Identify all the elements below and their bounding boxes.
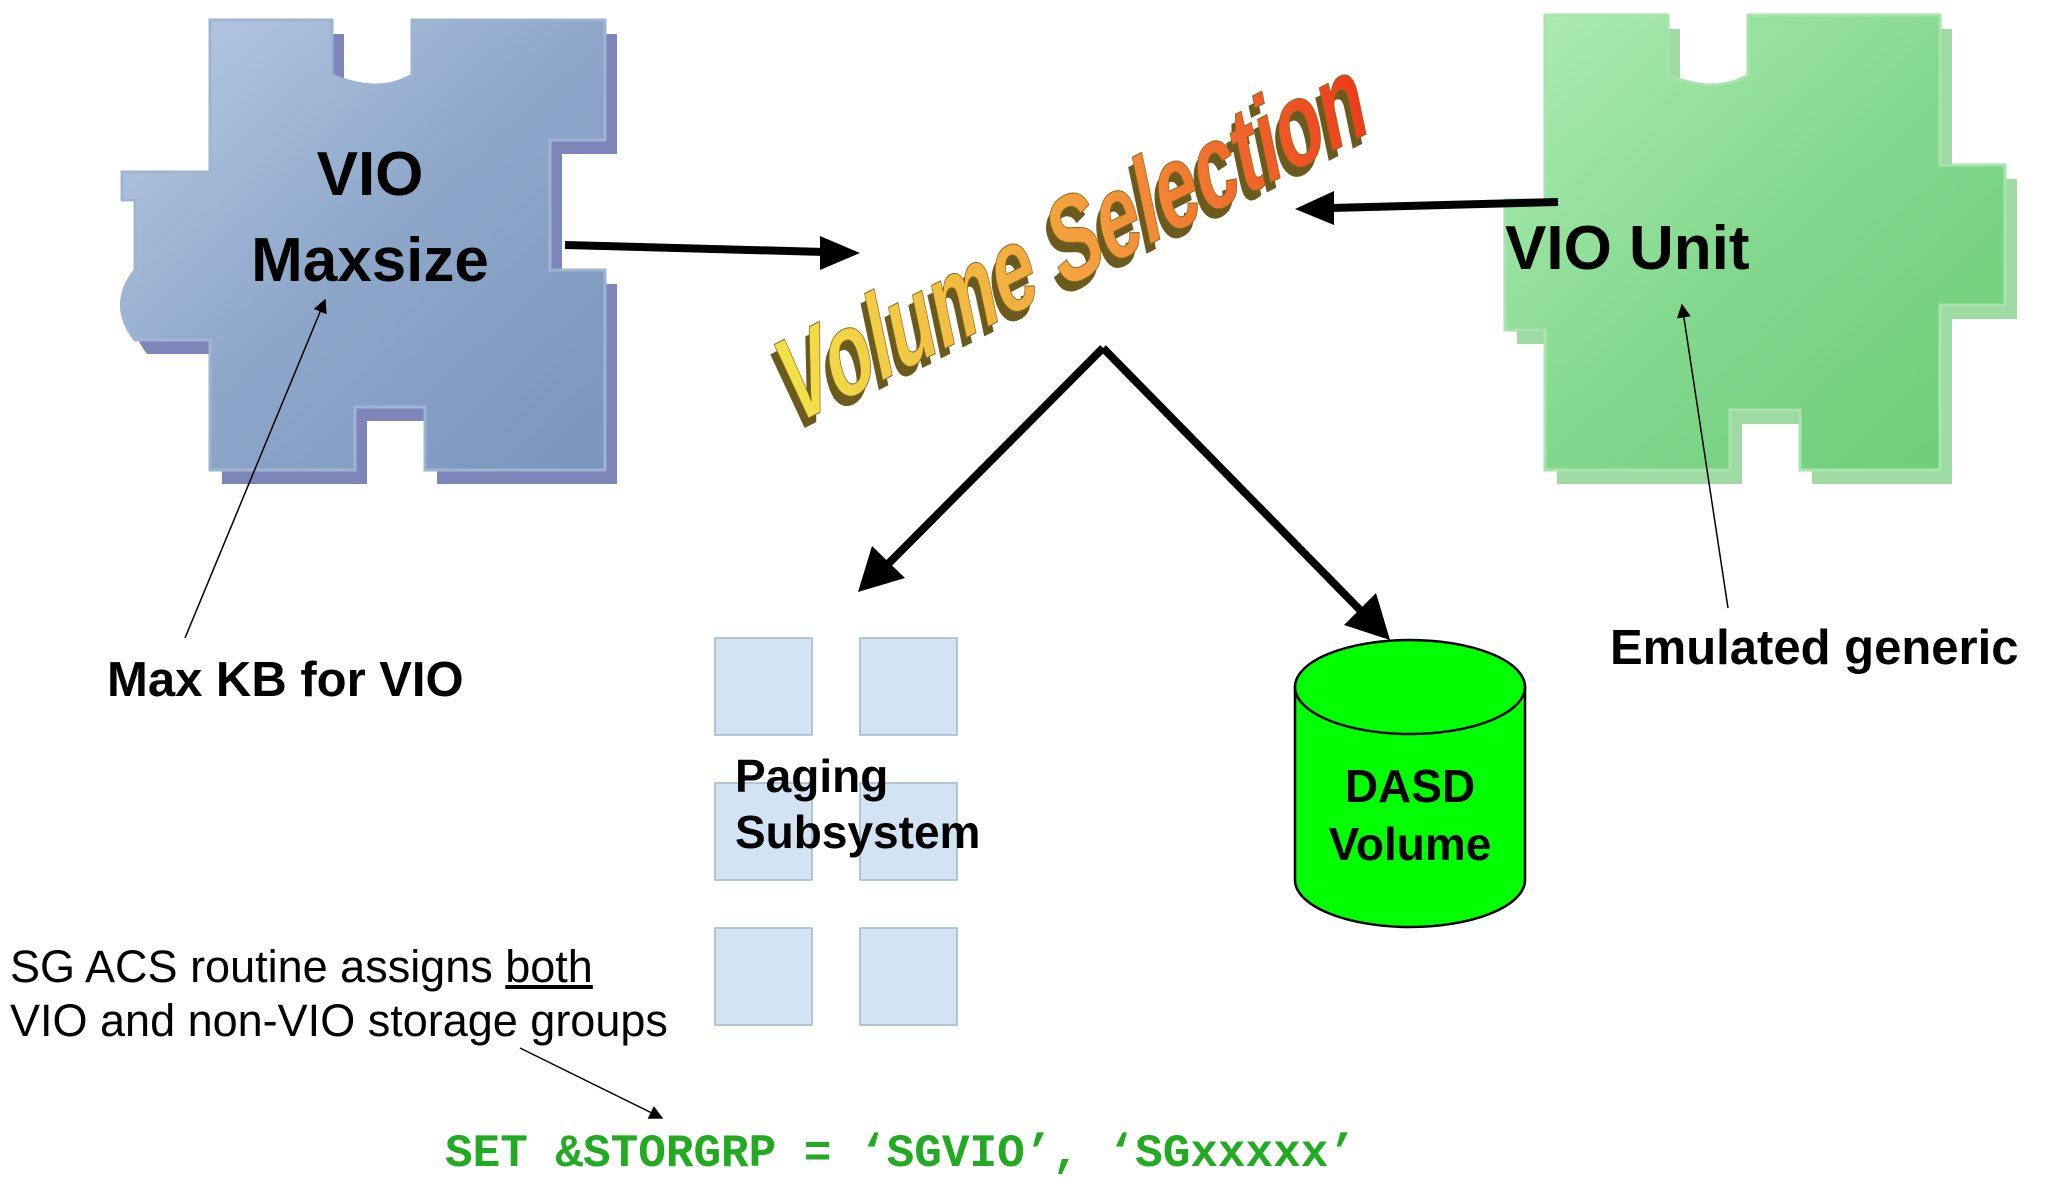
vio-maxsize-line2: Maxsize <box>251 226 489 295</box>
acs-routine-note: SG ACS routine assigns both VIO and non-… <box>10 940 668 1048</box>
acs-note-prefix: SG ACS routine assigns <box>10 941 506 992</box>
dasd-cylinder <box>1293 638 1527 929</box>
acs-note-line1: SG ACS routine assigns both <box>10 940 668 994</box>
paging-tile <box>859 782 958 881</box>
callout-arrow-maxsize <box>184 298 327 639</box>
paging-tile <box>714 637 813 736</box>
acs-note-line2: VIO and non-VIO storage groups <box>10 995 668 1046</box>
emulated-generic-note: Emulated generic <box>1610 621 2019 675</box>
vio-maxsize-puzzle-piece <box>120 18 617 484</box>
paging-subsystem-tiles <box>714 637 958 1026</box>
dasd-volume-label: DASD Volume <box>1295 757 1525 873</box>
volume-selection-text: Volume Selection <box>760 29 1382 450</box>
paging-tile <box>859 637 958 736</box>
volume-selection-wordart: Volume Selection Volume Selection <box>756 29 1383 460</box>
arrow-maxsize-to-selection <box>564 236 860 270</box>
vio-unit-puzzle-piece <box>1503 13 2017 484</box>
paging-tile <box>714 782 813 881</box>
arrow-selection-to-dasd <box>1100 345 1390 640</box>
vio-maxsize-label: VIO Maxsize <box>210 132 530 304</box>
paging-line2: Subsystem <box>735 806 981 858</box>
paging-line1: Paging <box>735 750 889 802</box>
callout-arrow-unit <box>1676 303 1729 609</box>
arrow-unit-to-selection <box>1295 191 1559 225</box>
paging-subsystem-label: Paging Subsystem <box>735 748 980 860</box>
vio-unit-label: VIO Unit <box>1505 214 1750 283</box>
set-storgrp-code: SET &STORGRP = ‘SGVIO’, ‘SGxxxxx’ <box>445 1128 1356 1180</box>
acs-note-underlined: both <box>505 941 593 992</box>
paging-tile <box>859 927 958 1026</box>
dasd-line2: Volume <box>1328 818 1492 870</box>
arrow-selection-to-paging <box>858 345 1106 592</box>
dasd-line1: DASD <box>1344 760 1476 812</box>
paging-tile <box>714 927 813 1026</box>
callout-arrow-acs <box>519 1047 664 1119</box>
vio-maxsize-line1: VIO <box>316 140 424 209</box>
max-kb-note: Max KB for VIO <box>107 653 464 707</box>
